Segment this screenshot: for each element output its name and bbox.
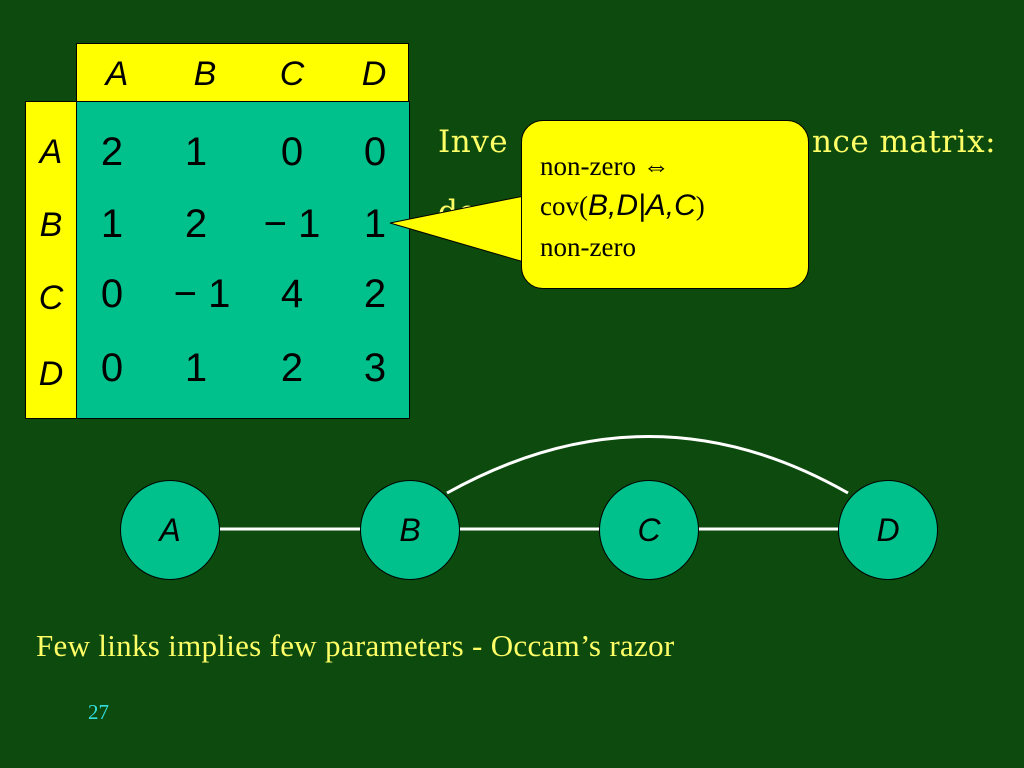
callout-line-1: non-zero ⇔ <box>540 151 670 181</box>
matrix-cell: 2 <box>184 202 208 246</box>
matrix-cell: 0 <box>100 272 124 316</box>
matrix-column-header-bar: A B C D <box>76 43 409 102</box>
row-header-b: B <box>39 206 63 244</box>
callout-line-2: cov(B,D|A,C) <box>540 189 705 222</box>
graph-node-c: C <box>599 480 699 580</box>
heading-fragment-right: nce matrix: <box>812 124 997 160</box>
row-header-c: C <box>38 279 64 317</box>
matrix-cell: 0 <box>363 130 387 174</box>
matrix-cell: 2 <box>100 130 124 174</box>
row-header-a: A <box>39 133 63 171</box>
matrix-cell: 2 <box>363 272 387 316</box>
matrix-cell: − 1 <box>263 202 321 246</box>
edge-b-d <box>446 435 849 495</box>
graph-node-a: A <box>120 480 220 580</box>
graph-node-d: D <box>838 480 938 580</box>
heading-fragment-left: Inve <box>438 124 509 160</box>
cov-variables: B,D|A,C <box>587 189 696 222</box>
column-header-a: A <box>105 55 129 93</box>
slide-caption: Few links implies few parameters - Occam… <box>36 628 675 663</box>
matrix-cell: 3 <box>363 346 387 390</box>
matrix-cell: 1 <box>184 130 208 174</box>
matrix-cell: 0 <box>100 346 124 390</box>
cov-function: cov( <box>540 191 588 221</box>
inverse-covariance-matrix: 2 1 0 0 1 2 − 1 1 0 − 1 4 2 0 1 2 3 <box>76 101 410 419</box>
callout-bubble: non-zero ⇔ cov(B,D|A,C) non-zero <box>521 120 809 289</box>
matrix-cell: 4 <box>280 272 304 316</box>
column-header-c: C <box>279 55 305 93</box>
column-header-d: D <box>361 55 387 93</box>
matrix-cell: 2 <box>280 346 304 390</box>
graph-node-b: B <box>360 480 460 580</box>
matrix-cell: 1 <box>100 202 124 246</box>
matrix-cell: 1 <box>184 346 208 390</box>
matrix-cell: 1 <box>363 202 387 246</box>
row-header-d: D <box>38 355 64 393</box>
cov-close: ) <box>695 191 705 221</box>
page-number: 27 <box>88 700 109 724</box>
matrix-cell: 0 <box>280 130 304 174</box>
matrix-row-header-bar: A B C D <box>25 101 77 419</box>
callout-line-3: non-zero <box>540 232 636 262</box>
column-header-b: B <box>193 55 217 93</box>
matrix-cell: − 1 <box>173 272 231 316</box>
